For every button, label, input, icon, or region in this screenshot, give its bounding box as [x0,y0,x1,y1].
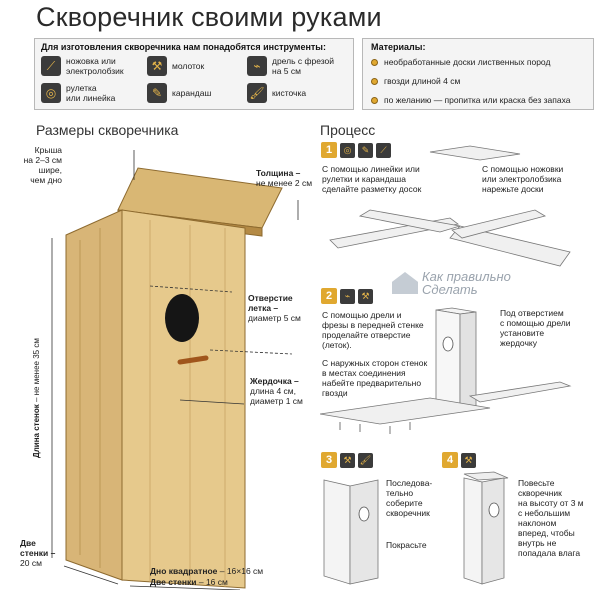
process-heading: Процесс [320,122,376,138]
step-3-text-c: Покрасьте [386,540,427,550]
tool-item: ⚒ молоток [147,56,204,76]
tool-label: дрель с фрезой на 5 см [272,56,335,76]
step-2-text-c: С наружных сторон стенок в местах соедин… [322,358,428,398]
step-number: 4 [442,452,458,468]
tape-measure-icon: ◎ [340,142,355,158]
material-label: необработанные доски лиственных пород [384,57,551,67]
dimensions-heading: Размеры скворечника [36,122,179,138]
tool-item: 🖌 кисточка [247,83,306,103]
material-item: по желанию — пропитка или краска без зап… [371,95,571,106]
page-title: Скворечник своими руками [36,2,382,32]
house-logo-icon [392,272,418,294]
step-4-header: 4 ⚒ [442,452,476,468]
step-3-text-a: Последова- тельно соберите скворечник [386,478,433,518]
pencil-icon: ✎ [358,142,373,158]
watermark: Как правильно Сделать [392,270,511,296]
thickness-value: не менее 2 см [256,178,313,188]
two-walls-value: 20 см [20,558,42,568]
hammer-icon: ⚒ [147,56,167,76]
brush-icon: 🖌 [247,83,267,103]
material-item: необработанные доски лиственных пород [371,57,550,68]
hole-value: диаметр 5 см [248,313,301,323]
hammer-icon: ⚒ [340,452,355,468]
saw-icon: ⟋ [376,142,391,158]
step-number: 3 [321,452,337,468]
material-item: гвозди длиной 4 см [371,76,460,87]
step-2-text-b: Под отверстием с помощью дрели установит… [500,308,571,348]
step-number: 1 [321,142,337,158]
wall-length-label: Длина стенок – не менее 35 см [32,288,42,458]
step-3-illustration [323,479,379,585]
hammer-icon: ⚒ [358,288,373,304]
watermark-line-2: Сделать [422,282,478,297]
bottom-label: Дно квадратное – 16×16 см [150,566,310,576]
tool-item: ✎ карандаш [147,83,211,103]
tool-item: ⌁ дрель с фрезой на 5 см [247,56,334,76]
saw-icon: ⟋ [41,56,61,76]
drill-icon: ⌁ [340,288,355,304]
step-2-illustration [320,307,572,434]
step-3-header: 3 ⚒ 🖌 [321,452,373,468]
watermark-line-1: Как правильно [422,269,511,284]
hole-label: Отверстие летка – диаметр 5 см [248,293,310,323]
perch-value: длина 4 см, диаметр 1 см [250,386,303,406]
step-1-illustration [329,145,571,267]
pencil-icon: ✎ [147,83,167,103]
bullet-icon [371,97,378,104]
bottom-title: Дно квадратное [150,566,218,576]
step-2-text-a: С помощью дрели и фрезы в передней стенк… [322,310,424,350]
roof-label: Крыша на 2–3 см шире, чем дно [23,145,62,185]
material-label: гвозди длиной 4 см [384,76,461,86]
step-4-text-a: Повесьте скворечник на высоту от 3 м с н… [518,478,584,558]
two-walls-2-title: Две стенки [150,577,197,587]
hole-title: Отверстие [248,293,293,303]
birdhouse-illustration [51,150,299,590]
tool-label: молоток [172,61,205,71]
step-1-text-a: С помощью линейки или рулетки и карандаш… [322,164,422,194]
two-walls-2-value: – 16 см [196,577,228,587]
tool-label: ножовка или электролобзик [66,56,124,76]
perch-label: Жердочка – длина 4 см, диаметр 1 см [250,376,312,406]
two-walls-label: Две стенки – 20 см [20,538,70,568]
tools-panel: Для изготовления скворечника нам понадоб… [34,38,354,110]
step-2-header: 2 ⌁ ⚒ [321,288,373,304]
brush-icon: 🖌 [358,452,373,468]
tool-label: карандаш [172,88,212,98]
drill-icon: ⌁ [247,56,267,76]
tape-measure-icon: ◎ [41,83,61,103]
hole-title-2: летка – [248,303,279,313]
materials-heading: Материалы: [371,42,426,52]
materials-panel: Материалы: необработанные доски лиственн… [362,38,594,110]
material-label: по желанию — пропитка или краска без зап… [384,95,571,105]
two-walls-2-label: Две стенки – 16 см [150,577,310,587]
tool-item: ⟋ ножовка или электролобзик [41,56,124,76]
bullet-icon [371,59,378,66]
thickness-title: Толщина – [256,168,301,178]
thickness-label: Толщина – не менее 2 см [256,168,316,188]
bullet-icon [371,78,378,85]
tool-label: кисточка [272,88,307,98]
step-1-header: 1 ◎ ✎ ⟋ [321,142,391,158]
step-1-text-b: С помощью ножовки или электролобзика нар… [482,164,564,194]
two-walls-title: Две стенки – [20,538,56,558]
tools-heading: Для изготовления скворечника нам понадоб… [41,42,326,52]
bottom-value: – 16×16 см [217,566,264,576]
tool-item: ◎ рулетка или линейка [41,83,115,103]
step-number: 2 [321,288,337,304]
wall-length-value: – не менее 35 см [32,338,41,405]
perch-title: Жердочка – [250,376,299,386]
wall-length-title: Длина стенок [32,404,41,458]
hammer-icon: ⚒ [461,452,476,468]
step-4-illustration [463,471,509,585]
tool-label: рулетка или линейка [66,83,116,103]
